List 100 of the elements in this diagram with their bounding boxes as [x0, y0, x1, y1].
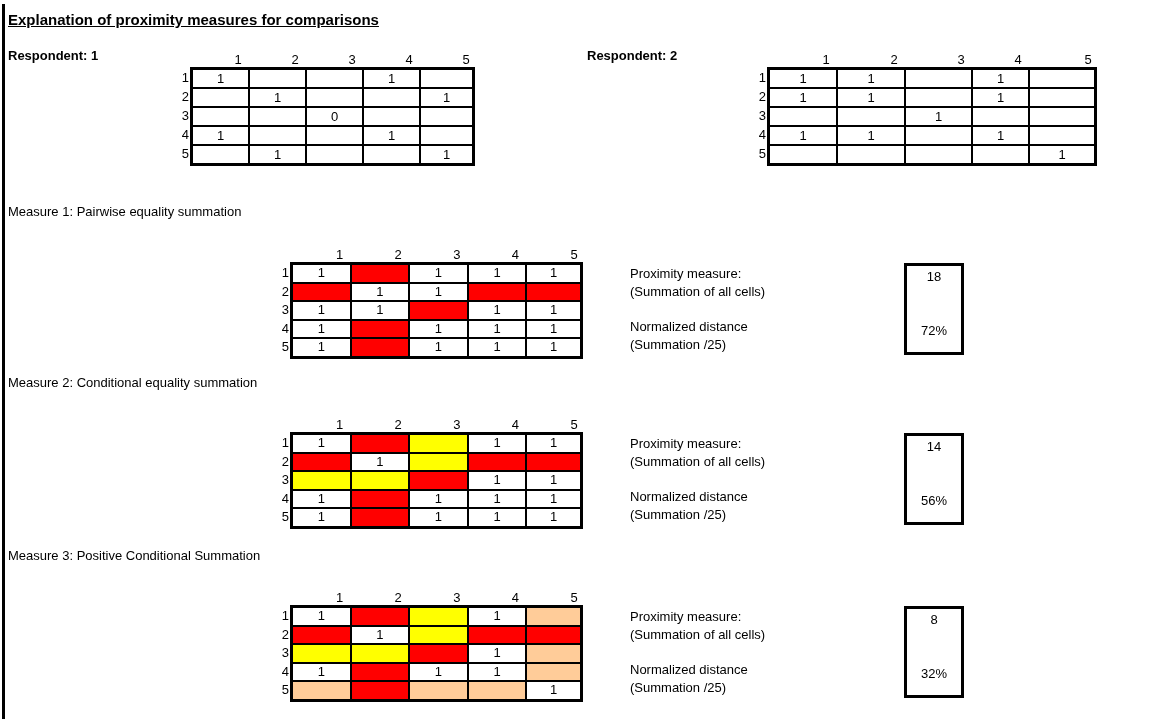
column-number: 2: [394, 247, 402, 262]
row-number: 2: [281, 283, 289, 299]
row-number: 4: [281, 663, 289, 679]
matrix-cell: 1: [770, 89, 838, 108]
row-number: 1: [758, 70, 766, 85]
measure-heading: Measure 2: Conditional equality summation: [8, 375, 258, 390]
page-title: Explanation of proximity measures for comparisons: [8, 12, 379, 27]
measure-label: Normalized distance: [630, 489, 748, 504]
matrix-cell: 1: [527, 472, 580, 491]
row-number: 3: [181, 108, 189, 123]
matrix-cell: 1: [468, 302, 528, 321]
row-number: 1: [281, 435, 289, 450]
row-number: 4: [281, 320, 289, 336]
result-box: [904, 263, 964, 355]
matrix-cell: 1: [193, 70, 250, 89]
row-number: 2: [181, 89, 189, 104]
matrix-cell: 1: [770, 70, 838, 89]
column-number: 5: [1084, 52, 1092, 67]
matrix-cell: 1: [973, 89, 1030, 108]
result-value: 8: [930, 612, 938, 627]
column-number: 1: [336, 247, 344, 262]
column-number: 5: [570, 417, 578, 432]
column-number: 4: [511, 417, 519, 432]
column-number: 4: [511, 247, 519, 262]
matrix-cell: 1: [364, 127, 421, 146]
matrix-cell: 1: [906, 108, 973, 127]
column-number: 1: [822, 52, 830, 67]
measure-label: Normalized distance: [630, 319, 748, 334]
matrix-cell: 1: [838, 70, 906, 89]
column-number: 5: [570, 590, 578, 605]
matrix-cell: 0: [307, 108, 364, 127]
result-value: 14: [926, 439, 942, 454]
column-number: 4: [1014, 52, 1022, 67]
row-number: 5: [181, 146, 189, 161]
measure-note: (Summation of all cells): [630, 454, 766, 469]
column-number: 2: [890, 52, 898, 67]
matrix-cell: 1: [410, 265, 469, 284]
result-box: [904, 606, 964, 698]
measure-label: Proximity measure:: [630, 609, 742, 624]
column-number: 3: [348, 52, 356, 67]
row-number: 3: [281, 645, 289, 661]
row-number: 3: [758, 108, 766, 123]
column-number: 1: [336, 590, 344, 605]
column-number: 4: [511, 590, 519, 605]
row-number: 5: [758, 146, 766, 161]
measure-heading: Measure 3: Positive Conditional Summation: [8, 548, 261, 563]
row-number: 1: [281, 608, 289, 623]
row-number: 3: [281, 472, 289, 488]
measure-note: (Summation /25): [630, 507, 727, 522]
matrix-cell: 1: [468, 608, 528, 627]
column-number: 5: [570, 247, 578, 262]
matrix-cell: 1: [193, 127, 250, 146]
matrix-cell: 1: [293, 302, 352, 321]
column-number: 5: [462, 52, 470, 67]
row-number: 2: [758, 89, 766, 104]
matrix-cell: 1: [250, 89, 307, 108]
column-number: 1: [336, 417, 344, 432]
matrix-cell: 1: [364, 70, 421, 89]
row-number: 1: [181, 70, 189, 85]
matrix-cell: 1: [293, 435, 352, 454]
respondent-heading: Respondent: 1: [8, 48, 99, 63]
row-number: 1: [281, 265, 289, 280]
measure-label: Normalized distance: [630, 662, 748, 677]
row-number: 4: [281, 490, 289, 506]
row-number: 4: [758, 127, 766, 142]
matrix-cell: 1: [527, 265, 580, 284]
result-value: 56%: [921, 493, 947, 508]
measure-note: (Summation /25): [630, 337, 727, 352]
column-number: 2: [394, 590, 402, 605]
result-value: 32%: [921, 666, 947, 681]
row-number: 4: [181, 127, 189, 142]
result-value: 72%: [921, 323, 947, 338]
respondent-heading: Respondent: 2: [587, 48, 678, 63]
row-number: 5: [281, 509, 289, 525]
measure-label: Proximity measure:: [630, 436, 742, 451]
matrix-cell: 1: [973, 70, 1030, 89]
row-number: 5: [281, 682, 289, 698]
matrix-cell: 1: [527, 302, 580, 321]
row-number: 2: [281, 453, 289, 469]
matrix-cell: 1: [293, 265, 352, 284]
matrix-cell: 1: [527, 435, 580, 454]
matrix-cell: 1: [468, 472, 528, 491]
matrix-cell: 1: [468, 265, 528, 284]
column-number: 2: [291, 52, 299, 67]
measure-heading: Measure 1: Pairwise equality summation: [8, 204, 242, 219]
row-number: 2: [281, 626, 289, 642]
matrix-cell: 1: [468, 435, 528, 454]
column-number: 3: [453, 417, 461, 432]
matrix-cell: 1: [838, 89, 906, 108]
result-box: [904, 433, 964, 525]
measure-note: (Summation /25): [630, 680, 727, 695]
matrix-cell: 1: [838, 127, 906, 146]
matrix-cell: 1: [351, 302, 411, 321]
measure-note: (Summation of all cells): [630, 627, 766, 642]
column-number: 1: [234, 52, 242, 67]
row-number: 3: [281, 302, 289, 318]
matrix-cell: 1: [770, 127, 838, 146]
measure-note: (Summation of all cells): [630, 284, 766, 299]
matrix-cell: 1: [973, 127, 1030, 146]
result-value: 18: [926, 269, 942, 284]
